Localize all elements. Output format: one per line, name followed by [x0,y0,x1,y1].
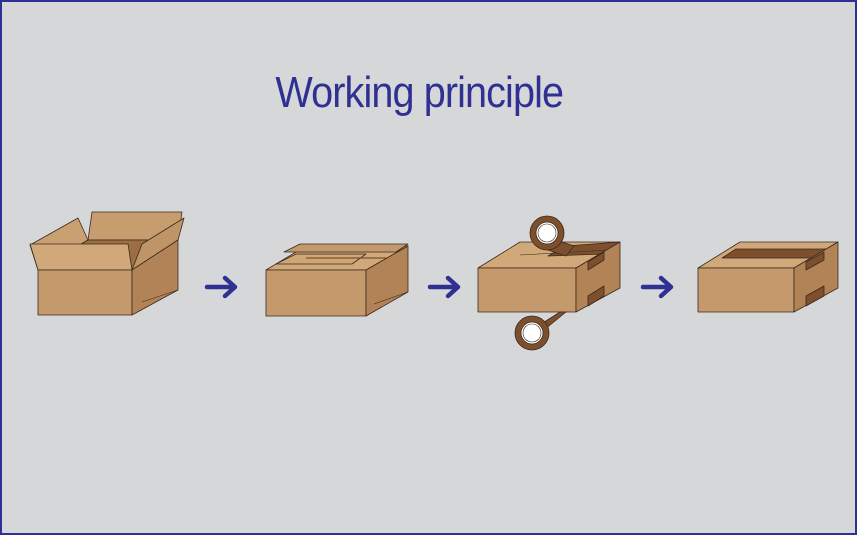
taping-box-icon [477,215,621,351]
open-box-icon [29,211,185,316]
arrow-right-icon [640,275,674,299]
diagram-title: Working principle [275,68,564,117]
folded-box-icon [265,243,409,317]
arrow-right-icon [427,275,461,299]
arrow-right-icon [204,275,238,299]
sealed-box-icon [697,241,839,313]
